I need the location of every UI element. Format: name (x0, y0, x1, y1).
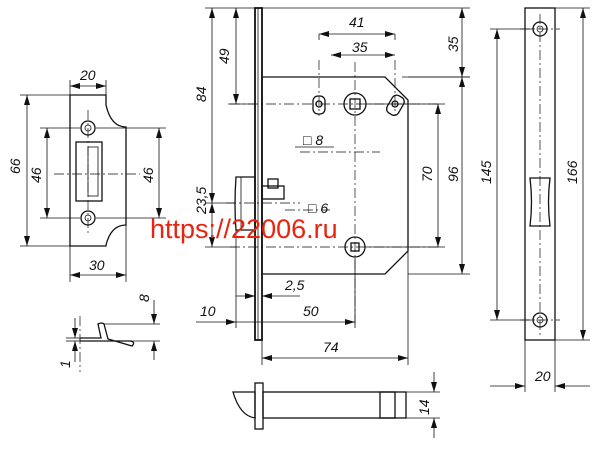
dim-strike-width: 20 (79, 67, 96, 83)
dim-top-41: 41 (349, 14, 365, 30)
dim-vert-70: 70 (419, 166, 435, 182)
dim-body-74: 74 (323, 339, 339, 355)
faceplate-latch-opening (529, 177, 551, 227)
faceplate-outline (524, 7, 556, 341)
dim-faceplate-145: 145 (478, 160, 494, 184)
latch-bottom-view: 14 (232, 372, 440, 438)
dim-right-35: 35 (445, 36, 461, 52)
dim-top-35: 35 (352, 39, 368, 55)
lock-case-outline (261, 76, 409, 275)
dim-latch-14: 14 (416, 399, 432, 415)
strike-plate-view: 20 66 46 46 30 (7, 67, 166, 282)
dim-backset-50: 50 (303, 303, 319, 319)
lock-body-view: 41 35 35 49 84 23,5 □ 8 □ 6 70 96 (193, 7, 470, 365)
dim-lip-depth: 8 (136, 294, 152, 302)
dim-square-6: □ 6 (308, 200, 328, 216)
dim-square-8: □ 8 (303, 132, 323, 148)
dim-backset-2-5: 2,5 (284, 277, 305, 293)
dim-faceplate-width: 20 (534, 368, 551, 384)
strike-latch-opening (75, 141, 103, 202)
dim-vert-96: 96 (445, 166, 461, 182)
dim-strike-hole-spacing: 46 (28, 167, 44, 183)
dim-left-23-5: 23,5 (193, 187, 209, 215)
dim-faceplate-166: 166 (564, 160, 580, 184)
dim-backset-10: 10 (200, 303, 216, 319)
dim-strike-length: 30 (89, 257, 105, 273)
strike-side-profile: 8 1 (57, 294, 160, 372)
faceplate-view: 145 166 20 (478, 7, 590, 392)
dim-left-84: 84 (193, 86, 209, 102)
slot-right (385, 94, 405, 116)
watermark-url: https://22006.ru (150, 214, 338, 244)
dim-left-49: 49 (216, 48, 232, 64)
lock-faceplate-edge (254, 7, 263, 341)
dim-strike-height: 66 (7, 158, 23, 174)
dim-plate-thickness: 1 (57, 360, 73, 368)
dim-strike-hole-spacing-right: 46 (140, 167, 156, 183)
strike-latch-tongue (87, 146, 99, 197)
